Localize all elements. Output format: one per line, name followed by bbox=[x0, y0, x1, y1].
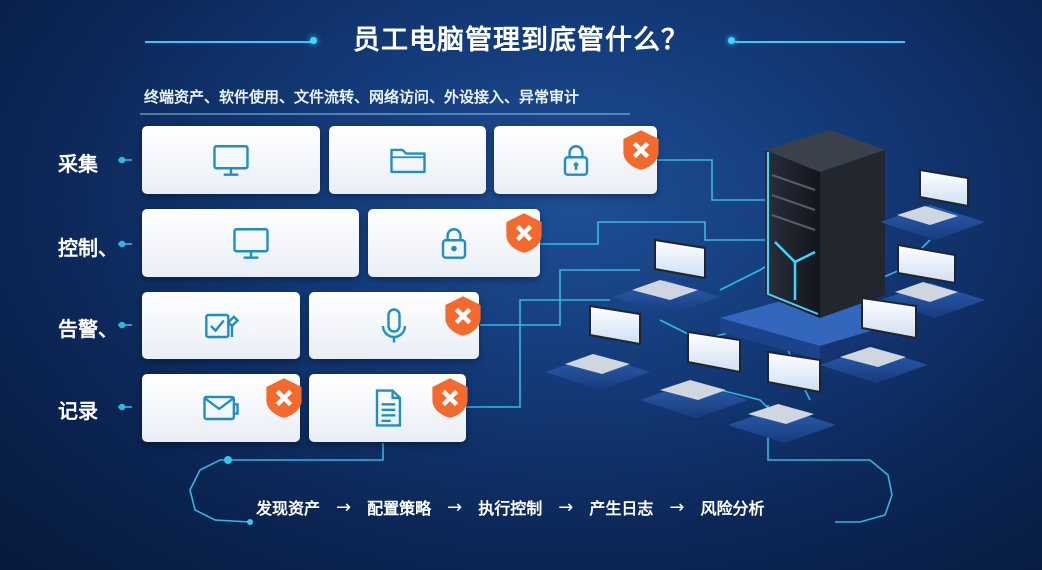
server-tower-icon bbox=[765, 130, 885, 318]
card-mail bbox=[142, 374, 302, 442]
card-monitor-control bbox=[142, 209, 359, 277]
arrow-right-icon: → bbox=[558, 496, 574, 518]
row-label-collect: 采集 bbox=[58, 152, 98, 176]
microphone-icon bbox=[381, 307, 407, 342]
title-line-right bbox=[735, 41, 905, 43]
laptop-icon bbox=[880, 243, 985, 318]
arrow-right-icon: → bbox=[336, 496, 352, 518]
document-icon bbox=[375, 389, 401, 427]
flow-step: 发现资产 bbox=[256, 499, 321, 518]
card-lock-control bbox=[368, 209, 542, 277]
flow-step: 产生日志 bbox=[589, 499, 654, 518]
card-folder bbox=[329, 126, 486, 194]
laptop-icon bbox=[880, 168, 985, 240]
card-document bbox=[309, 374, 468, 442]
close-badge-icon bbox=[506, 213, 542, 253]
laptop-icon bbox=[820, 296, 928, 383]
arrow-right-icon: → bbox=[669, 496, 685, 518]
laptop-icon bbox=[612, 238, 720, 315]
title-line-left bbox=[145, 41, 315, 43]
page-title: 员工电脑管理到底管什么？ bbox=[353, 25, 689, 56]
close-badge-icon bbox=[266, 378, 302, 418]
arrow-right-icon: → bbox=[447, 496, 463, 518]
flow-step: 风险分析 bbox=[700, 499, 765, 518]
flow-step: 执行控制 bbox=[478, 499, 543, 518]
subtitle: 终端资产、软件使用、文件流转、网络访问、外设接入、异常审计 bbox=[144, 88, 580, 106]
close-badge-icon bbox=[623, 130, 659, 170]
alert-check-icon bbox=[205, 313, 240, 338]
monitor-icon bbox=[213, 145, 249, 176]
monitor-icon bbox=[232, 228, 269, 259]
row-label-record: 记录 bbox=[58, 399, 98, 423]
laptop-icon bbox=[545, 304, 650, 390]
row-label-control: 控制、 bbox=[58, 236, 118, 260]
row-label-alert: 告警、 bbox=[58, 317, 118, 341]
card-lock bbox=[494, 126, 659, 194]
card-microphone bbox=[309, 292, 481, 359]
title-dot-right bbox=[728, 37, 735, 44]
flow-step: 配置策略 bbox=[367, 499, 432, 518]
title-dot-left bbox=[310, 37, 317, 44]
close-badge-icon bbox=[445, 296, 481, 336]
card-alert-check bbox=[142, 292, 300, 359]
mail-icon bbox=[203, 395, 239, 421]
lock-icon bbox=[441, 228, 467, 259]
process-flow: 发现资产 → 配置策略 → 执行控制 → 产生日志 → 风险分析 bbox=[256, 495, 764, 519]
laptop-icon bbox=[728, 350, 836, 443]
laptop-icon bbox=[640, 330, 748, 418]
folder-icon bbox=[389, 148, 426, 174]
lock-icon bbox=[563, 145, 588, 176]
close-badge-icon bbox=[432, 378, 468, 418]
card-monitor bbox=[142, 126, 320, 194]
